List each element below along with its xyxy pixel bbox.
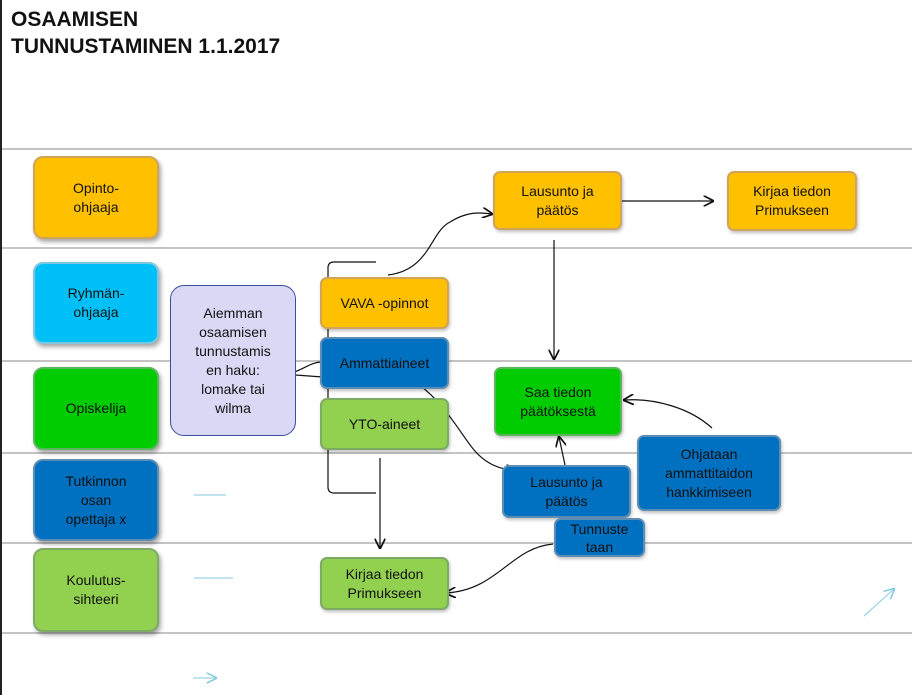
connector-ohjataan-to-saa-tiedon (624, 400, 713, 429)
slide-left-border (0, 0, 2, 695)
connector-tunnustetaan-to-kirjaa (446, 543, 554, 593)
lane-separator (2, 148, 912, 150)
step-kirjaa-tiedon-primukseen-koulutussihteeri: Kirjaa tiedon Primukseen (320, 557, 449, 610)
step-osaamisen-tunnustamisen-haku: Aiemman osaamisen tunnustamis en haku: l… (170, 285, 296, 436)
step-kirjaa-tiedon-primukseen-opinto-ohjaaja: Kirjaa tiedon Primukseen (727, 171, 857, 231)
title-line-1: OSAAMISEN (11, 8, 139, 31)
lane-separator (2, 247, 912, 249)
step-vava-opinnot: VAVA -opinnot (320, 277, 449, 329)
role-opiskelija: Opiskelija (33, 367, 159, 450)
connector-vava-to-lausunto (387, 213, 492, 276)
step-lausunto-ja-paatos-opettaja: Lausunto ja päätös (502, 465, 631, 518)
role-tutkinnon-osan-opettaja: Tutkinnon osan opettaja x (33, 459, 159, 541)
lane-separator (2, 542, 912, 544)
lane-separator (2, 452, 912, 454)
step-lausunto-ja-paatos-opinto-ohjaaja: Lausunto ja päätös (493, 171, 622, 230)
step-yto-aineet: YTO-aineet (320, 398, 449, 450)
connector-lausunto-to-saa-tiedon-up (559, 437, 565, 466)
role-koulutussihteeri: Koulutus- sihteeri (33, 548, 159, 632)
role-opinto-ohjaaja: Opinto- ohjaaja (33, 156, 159, 239)
slide-title: OSAAMISEN TUNNUSTAMINEN 1.1.2017 (11, 6, 280, 60)
connector-ammattiaineet-to-lausunto (397, 371, 516, 470)
role-ryhmanohjaaja: Ryhmän- ohjaaja (33, 262, 159, 344)
lane-separator (2, 360, 912, 362)
step-tunnustetaan: Tunnuste taan (554, 518, 645, 557)
title-line-2: TUNNUSTAMINEN 1.1.2017 (11, 35, 281, 58)
step-ammattiaineet: Ammattiaineet (320, 337, 449, 389)
step-saa-tiedon-paatoksesta: Saa tiedon päätöksestä (494, 367, 622, 436)
lane-separator (2, 632, 912, 634)
decorative-arrow (863, 589, 894, 617)
step-ohjataan-ammattitaidon-hankkimiseen: Ohjataan ammattitaidon hankkimiseen (637, 435, 781, 511)
